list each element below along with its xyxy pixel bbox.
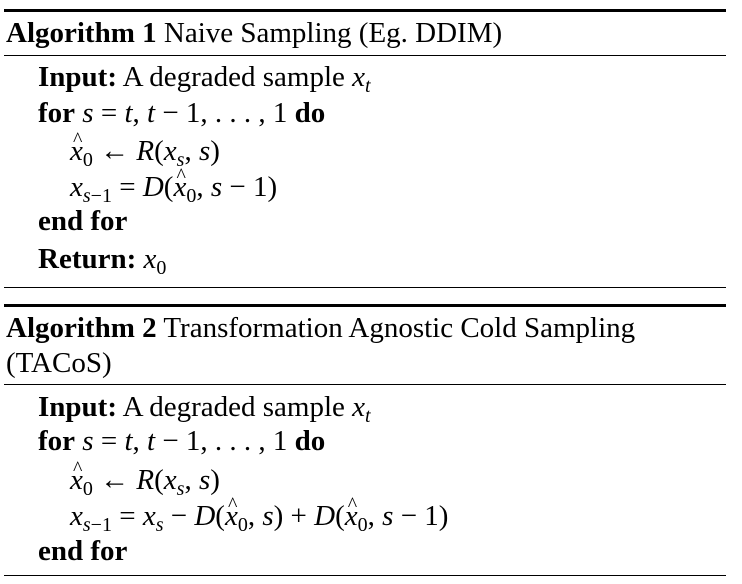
for-keyword: for bbox=[38, 97, 76, 129]
algorithm-1-end-for: end for bbox=[38, 205, 128, 237]
algorithm-1-top-rule bbox=[4, 9, 726, 12]
algorithm-1-input-line: Input: A degraded sample xt bbox=[38, 60, 371, 97]
algorithm-2-input-line: Input: A degraded sample xt bbox=[38, 390, 371, 427]
do-keyword: do bbox=[294, 425, 326, 457]
algorithm-1-step-2: xs−1 = D(x0, s − 1) bbox=[70, 159, 277, 206]
algorithm-2-step-2: xs−1 = xs − D(x0, s) + D(x0, s − 1) bbox=[70, 488, 448, 535]
algorithm-2-step-1: x0 ← R(xs, s) bbox=[70, 452, 220, 499]
algorithm-2-top-rule bbox=[4, 304, 726, 307]
math-x-t: xt bbox=[352, 391, 371, 427]
algorithm-2-for-line: for s = t, t − 1, . . . , 1 do bbox=[38, 425, 326, 457]
return-keyword: Return: bbox=[38, 243, 137, 275]
input-keyword: Input: bbox=[38, 391, 117, 423]
algorithm-1-for-line: for s = t, t − 1, . . . , 1 do bbox=[38, 97, 326, 129]
input-description: A degraded sample bbox=[122, 391, 345, 423]
math-x-t: xt bbox=[352, 61, 371, 97]
algorithm-1-label: Algorithm 1 bbox=[6, 17, 157, 49]
algorithm-1-title: Algorithm 1 Naive Sampling (Eg. DDIM) bbox=[6, 16, 502, 50]
algorithm-1-name: Naive Sampling (Eg. DDIM) bbox=[163, 17, 503, 49]
for-keyword: for bbox=[38, 425, 76, 457]
algorithm-1-header-rule bbox=[4, 55, 726, 56]
algorithm-1-return-line: Return: x0 bbox=[38, 243, 167, 279]
input-keyword: Input: bbox=[38, 61, 117, 93]
algorithm-2-name-line-1: Transformation Agnostic Cold Sampling bbox=[163, 312, 636, 344]
algorithm-2-name-line-2: (TACoS) bbox=[6, 347, 112, 379]
algorithm-2-end-for: end for bbox=[38, 535, 128, 567]
algorithm-2-label: Algorithm 2 bbox=[6, 312, 157, 344]
algorithm-2-title: Algorithm 2 Transformation Agnostic Cold… bbox=[6, 311, 635, 345]
algorithm-2-title-continued: (TACoS) bbox=[6, 346, 112, 380]
math-x-0: x bbox=[143, 243, 157, 275]
algorithm-1-step-1: x0 ← R(xs, s) bbox=[70, 123, 220, 170]
do-keyword: do bbox=[294, 97, 326, 129]
loop-range-math: s bbox=[82, 97, 94, 129]
input-description: A degraded sample bbox=[122, 61, 345, 93]
loop-range-math: s bbox=[82, 425, 94, 457]
algorithm-1-bottom-rule bbox=[4, 287, 726, 288]
algorithm-2-bottom-rule bbox=[4, 575, 726, 576]
algorithm-2-header-rule bbox=[4, 384, 726, 385]
